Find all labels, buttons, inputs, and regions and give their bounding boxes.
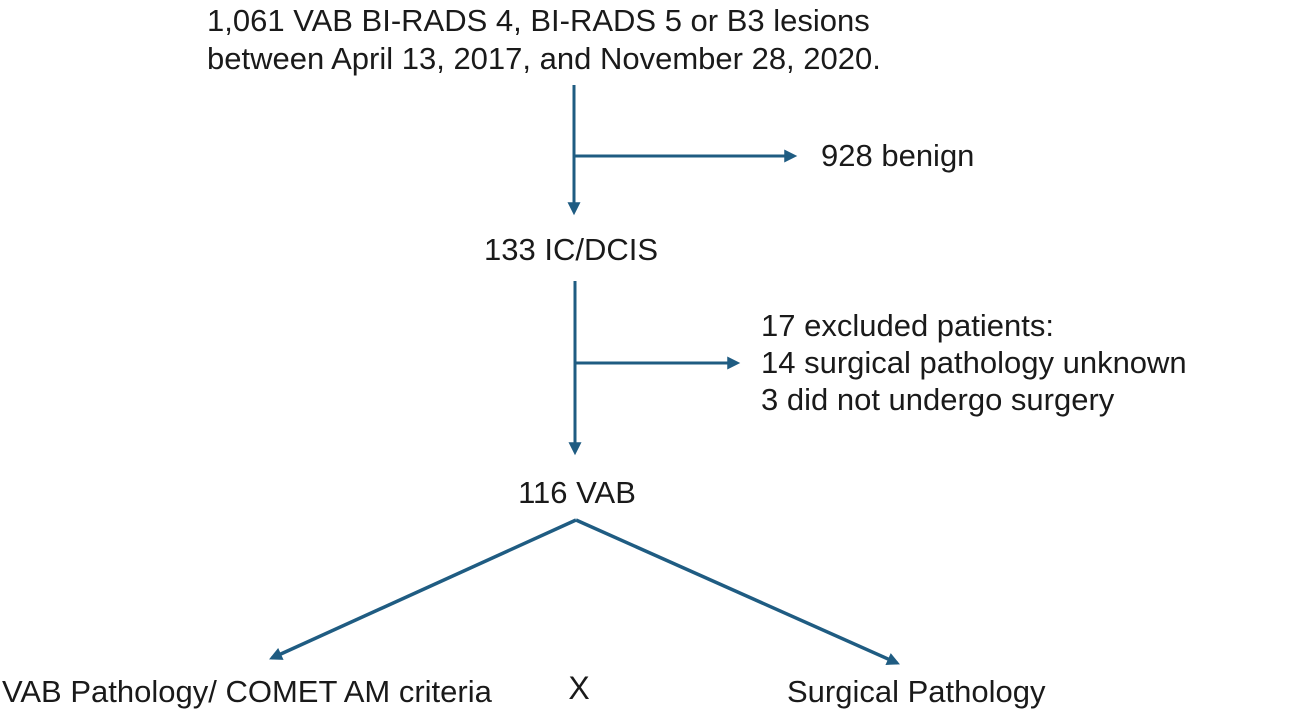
comparison-x-label: X bbox=[568, 670, 590, 706]
title-line-2: between April 13, 2017, and November 28,… bbox=[207, 41, 881, 76]
excluded-branch-label: 17 excluded patients: 14 surgical pathol… bbox=[761, 307, 1187, 418]
excluded-line-2: 14 surgical pathology unknown bbox=[761, 345, 1187, 380]
excluded-line-3: 3 did not undergo surgery bbox=[761, 382, 1115, 417]
title-node: 1,061 VAB BI-RADS 4, BI-RADS 5 or B3 les… bbox=[207, 2, 881, 78]
benign-branch-label: 928 benign bbox=[821, 138, 975, 173]
surgical-pathology-outcome: Surgical Pathology bbox=[787, 674, 1046, 709]
arrow-diagonal-left-icon bbox=[269, 518, 577, 660]
title-line-1: 1,061 VAB BI-RADS 4, BI-RADS 5 or B3 les… bbox=[207, 3, 870, 38]
vab-node: 116 VAB bbox=[518, 475, 636, 510]
vab-pathology-outcome: VAB Pathology/ COMET AM criteria bbox=[2, 674, 492, 709]
ic-dcis-node: 133 IC/DCIS bbox=[483, 232, 659, 267]
excluded-line-1: 17 excluded patients: bbox=[761, 308, 1054, 343]
arrow-diagonal-right-icon bbox=[575, 518, 900, 665]
